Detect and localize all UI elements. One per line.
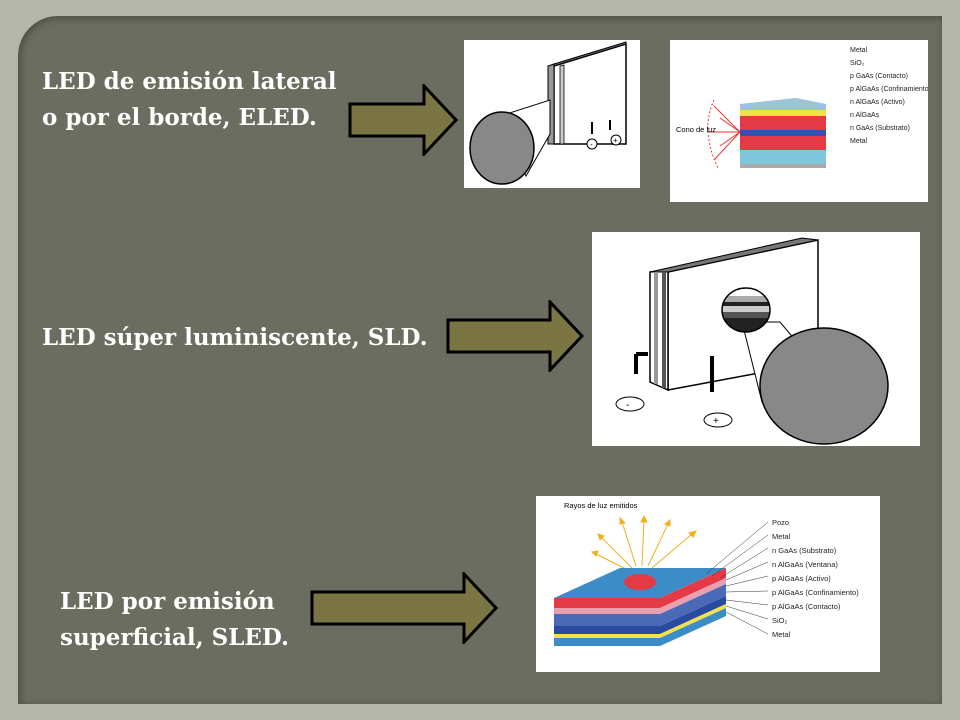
arrow-right-icon [348,84,459,156]
minus-terminal-label: - [590,140,593,149]
label-sld: LED súper luminiscente, SLD. [42,324,428,351]
label-eled: LED de emisión lateral o por el borde, E… [42,68,337,131]
sled-layer-label: p AlGaAs (Confinamiento) [772,588,859,597]
sled-layer-label: Metal [772,532,791,541]
label-sled: LED por emisión superficial, SLED. [60,588,290,651]
sled-layer-label: p AlGaAs (Contacto) [772,602,841,611]
sled-title: Rayos de luz emitidos [564,501,638,510]
eled-layer-label: p AlGaAs (Confinamiento) [850,86,928,93]
cone-label: Cono de luz [676,125,716,134]
minus-terminal-label: - [626,400,629,411]
sled-layer-label: p AlGaAs (Activo) [772,574,831,583]
eled-layer-label: Metal [850,47,868,54]
eled-layer-label: n AlGaAs [850,112,880,119]
sled-layers-image: Rayos de luz emitidos [536,496,880,672]
eled-sketch-image: - + [464,40,640,188]
eled-layer-label: n GaAs (Substrato) [850,125,910,132]
eled-layer-label: SiO₂ [850,60,865,67]
eled-layer-label: p GaAs (Contacto) [850,73,908,80]
sld-sketch-image: - + [592,232,920,446]
sled-layer-label: n AlGaAs (Ventana) [772,560,838,569]
eled-layer-label: Metal [850,138,868,145]
plus-terminal-label: + [713,416,719,427]
sled-layer-label: n GaAs (Substrato) [772,546,837,555]
sled-layer-label: Metal [772,630,791,639]
eled-layer-label: n AlGaAs (Activo) [850,99,905,106]
sled-layer-label: SiO₂ [772,616,788,625]
sled-layer-label: Pozo [772,518,790,527]
plus-terminal-label: + [613,136,618,145]
arrow-right-icon [310,572,499,644]
arrow-right-icon [446,300,585,372]
